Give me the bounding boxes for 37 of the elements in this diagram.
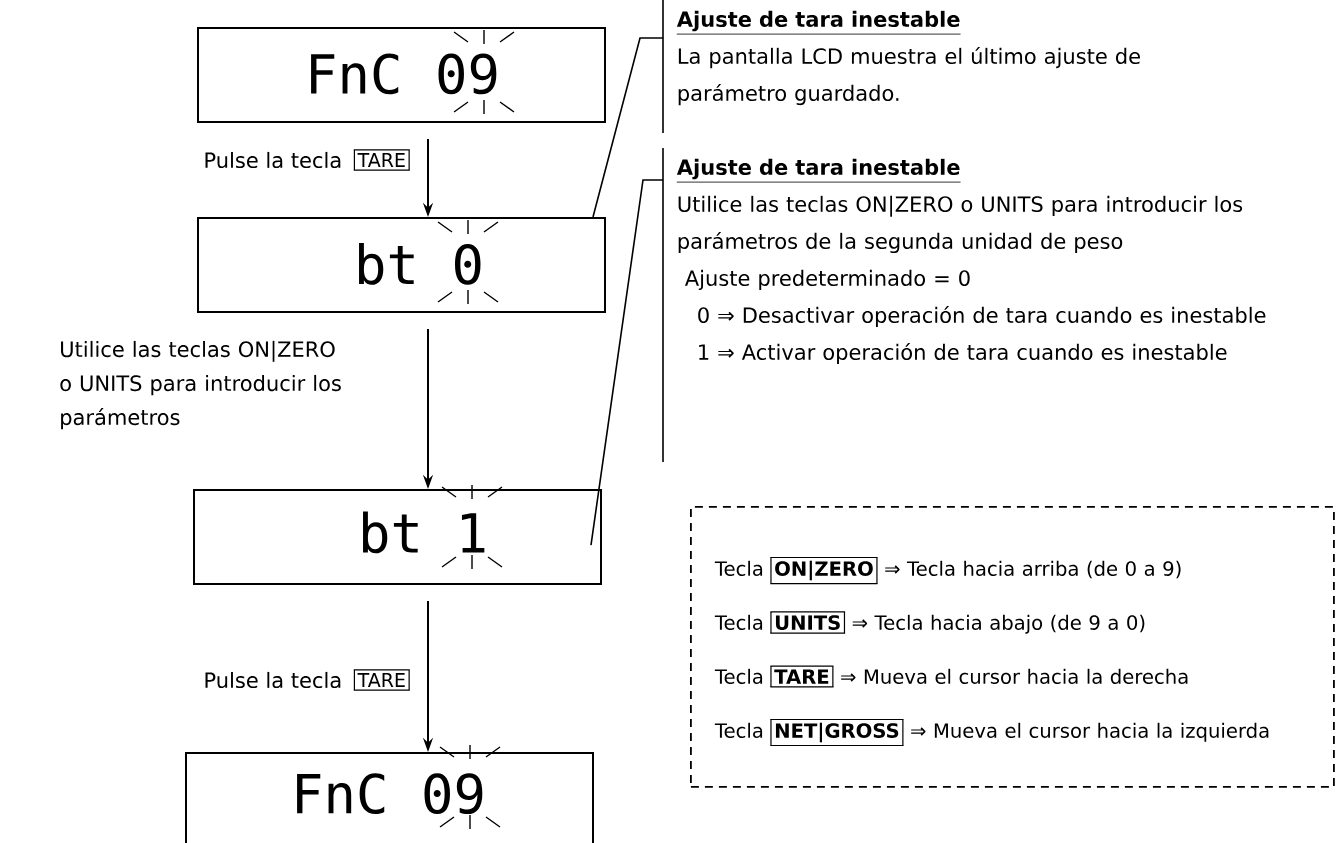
annotation [662,147,1266,463]
lcd-display [193,489,602,585]
description: Utilice las teclas ON|ZERO o UNITS para introducir los parámetros de la segunda unidad de peso [678,195,1243,254]
key-box: ON|ZERO [769,556,879,585]
lcd-readout: FnC 09 [297,773,483,815]
lcd-readout: bt 0 [359,243,481,285]
key-label: Tecla [714,560,763,576]
key-function: ⇒ Tecla hacia abajo (de 9 a 0) [852,614,1145,634]
option-text: 1 ⇒ Activar operación de tara cuando es inestable [699,343,1227,365]
key-box: TARE [769,665,835,688]
key-box: TARE [353,149,411,171]
description: La pantalla LCD muestra el último ajuste de parámetro guardado. [678,47,1140,106]
key-function: ⇒ Mueva el cursor hacia la derecha [841,668,1188,684]
edge-label: Pulse la tecla [205,671,341,689]
key-box: TARE [353,669,411,691]
key-label: Tecla [714,722,763,738]
dashed-box [690,506,1335,788]
heading: Ajuste de tara inestable [676,10,961,35]
default-note: Ajuste predeterminado = 0 [684,269,970,291]
lcd-display [197,217,606,313]
key-function: ⇒ Tecla hacia arriba (de 0 a 9) [885,560,1181,579]
leader-line [590,179,664,546]
edge-label: Pulse la tecla [205,151,341,169]
lcd-display [197,27,606,123]
key-label: Tecla [714,614,763,630]
key-label: Tecla [714,668,763,684]
key-box: UNITS [769,611,846,634]
annotation [662,0,1140,134]
heading: Ajuste de tara inestable [676,158,961,183]
key-function: ⇒ Mueva el cursor hacia la izquierda [911,722,1269,742]
lcd-display [185,752,594,843]
lcd-readout: bt 1 [363,511,485,554]
edge-label: Utilice las teclas ON|ZERO o UNITS para introducir los parámetros [60,340,341,430]
option-text: 0 ⇒ Desactivar operación de tara cuando es inestable [698,306,1266,328]
key-box: NET|GROSS [769,718,905,747]
lcd-readout: FnC 09 [311,53,497,95]
leader-line [592,37,664,218]
